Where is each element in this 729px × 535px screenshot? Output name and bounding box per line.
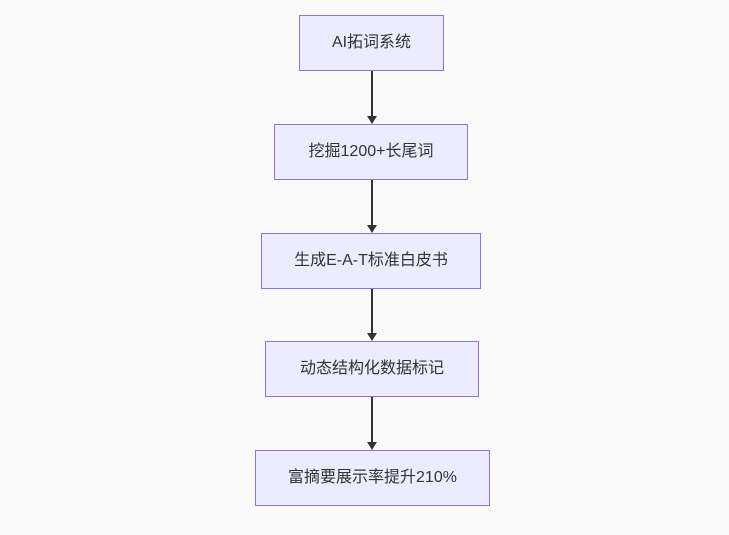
arrow-line bbox=[370, 289, 373, 333]
flow-arrow-3 bbox=[362, 289, 381, 341]
flow-node-mine-longtail-keywords: 挖掘1200+长尾词 bbox=[274, 124, 468, 180]
flow-node-rich-snippet-rate-increase: 富摘要展示率提升210% bbox=[255, 450, 490, 506]
flow-arrow-2 bbox=[362, 180, 381, 233]
node-label: AI拓词系统 bbox=[331, 34, 412, 51]
flow-node-generate-eat-whitepaper: 生成E-A-T标准白皮书 bbox=[261, 233, 481, 289]
arrow-head-icon bbox=[366, 225, 377, 233]
arrow-head-icon bbox=[366, 116, 377, 124]
node-label: 富摘要展示率提升210% bbox=[288, 469, 457, 486]
arrow-line bbox=[370, 180, 373, 225]
flow-arrow-1 bbox=[362, 71, 381, 124]
node-label: 动态结构化数据标记 bbox=[299, 360, 444, 377]
node-label: 生成E-A-T标准白皮书 bbox=[294, 252, 448, 269]
arrow-line bbox=[370, 397, 373, 442]
arrow-head-icon bbox=[366, 442, 377, 450]
node-label: 挖掘1200+长尾词 bbox=[308, 143, 434, 160]
arrow-line bbox=[370, 71, 373, 116]
flow-node-dynamic-structured-data-markup: 动态结构化数据标记 bbox=[265, 341, 479, 397]
arrow-head-icon bbox=[366, 333, 377, 341]
flow-arrow-4 bbox=[362, 397, 381, 450]
flow-node-ai-word-expansion-system: AI拓词系统 bbox=[299, 15, 444, 71]
